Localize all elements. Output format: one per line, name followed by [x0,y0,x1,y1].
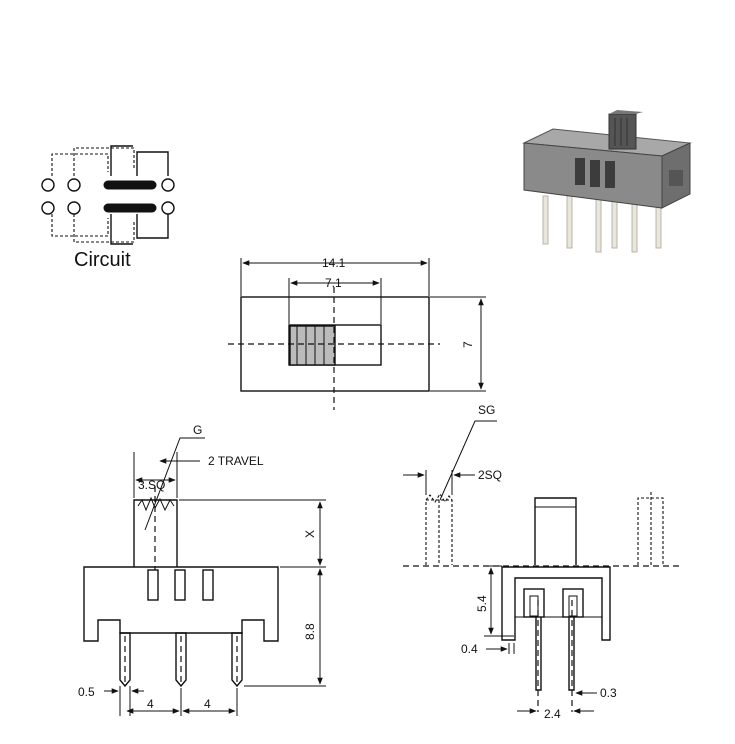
label-2sq: 2SQ [478,468,502,482]
label-sg: SG [478,403,495,417]
dim-pitch-left: 4 [147,697,154,711]
dim-right-pin-0-3: 0.3 [600,686,617,700]
top-view: 14.1 7.1 7 [228,256,486,410]
dim-pin-0-5: 0.5 [78,685,95,699]
dim-height-8-8: 8.8 [303,623,317,640]
dim-left-pin-0-4: 0.4 [461,642,478,656]
circuit-diagram: Circuit [41,145,175,271]
dim-pitch-right: 4 [204,697,211,711]
label-g: G [193,423,202,437]
dim-pitch-2-4: 2.4 [544,707,561,721]
dim-height-7: 7 [461,341,475,348]
front-view: G 2 TRAVEL 3.SQ X 8.8 0.5 4 4 [78,423,326,716]
switch-photo [522,110,692,253]
circuit-label: Circuit [74,249,131,271]
label-travel: 2 TRAVEL [208,454,264,468]
label-3sq: 3.SQ [138,478,165,492]
label-x: X [303,530,317,538]
dim-inner-7-1: 7.1 [325,276,342,290]
dim-width-14-1: 14.1 [322,256,346,270]
side-view: SG 2SQ 5.4 0.4 [403,403,680,721]
dim-height-5-4: 5.4 [475,595,489,612]
